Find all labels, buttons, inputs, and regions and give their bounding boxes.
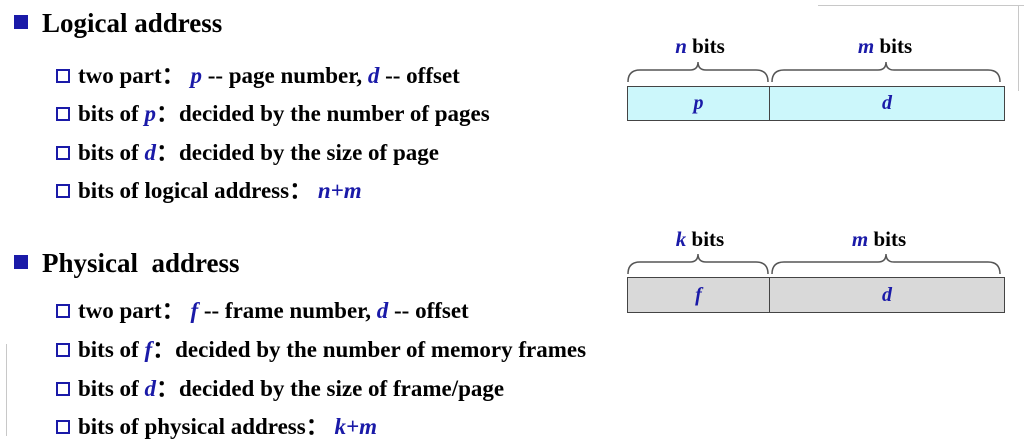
logical-offset-cell: d (769, 86, 1005, 121)
physical-k-bits-label: k bits (675, 227, 725, 251)
physical-frame-cell: f (627, 277, 770, 313)
physical-offset-cell: d (769, 277, 1005, 313)
bullet-box-icon (56, 184, 70, 198)
bullet-box-icon (56, 304, 70, 318)
physical-item-two-part: two part： f -- frame number, d -- offset (56, 291, 469, 325)
logical-address-heading: Logical address (14, 8, 222, 39)
frame-line-right (1018, 5, 1019, 91)
bullet-box-icon (56, 69, 70, 83)
logical-n-bits-label: n bits (675, 34, 725, 58)
frame-line-top (818, 5, 1024, 6)
logical-item-bits-d: bits of d：decided by the size of page (56, 133, 439, 167)
bullet-box-icon (56, 420, 70, 434)
bullet-box-icon (56, 343, 70, 357)
physical-m-brace (771, 253, 1001, 275)
bullet-square-icon (14, 255, 28, 269)
logical-m-brace (771, 61, 1001, 83)
bullet-box-icon (56, 107, 70, 121)
logical-item-bits-p: bits of p：decided by the number of pages (56, 94, 490, 128)
physical-item-bits-f: bits of f：decided by the number of memor… (56, 330, 586, 364)
frame-line-left (6, 344, 7, 436)
bullet-box-icon (56, 146, 70, 160)
logical-item-two-part: two part： p -- page number, d -- offset (56, 56, 460, 90)
physical-k-brace (627, 253, 769, 275)
bullet-box-icon (56, 382, 70, 396)
logical-n-brace (627, 61, 769, 83)
physical-address-heading: Physical address (14, 248, 240, 279)
physical-m-bits-label: m bits (851, 227, 907, 251)
physical-item-bits-d: bits of d：decided by the size of frame/p… (56, 369, 504, 403)
logical-m-bits-label: m bits (857, 34, 913, 58)
physical-address-title: Physical address (42, 248, 240, 278)
physical-item-total-bits: bits of physical address： k+m (56, 407, 377, 441)
logical-page-cell: p (627, 86, 770, 121)
bullet-square-icon (14, 15, 28, 29)
logical-item-total-bits: bits of logical address： n+m (56, 171, 362, 205)
logical-address-title: Logical address (42, 8, 223, 38)
